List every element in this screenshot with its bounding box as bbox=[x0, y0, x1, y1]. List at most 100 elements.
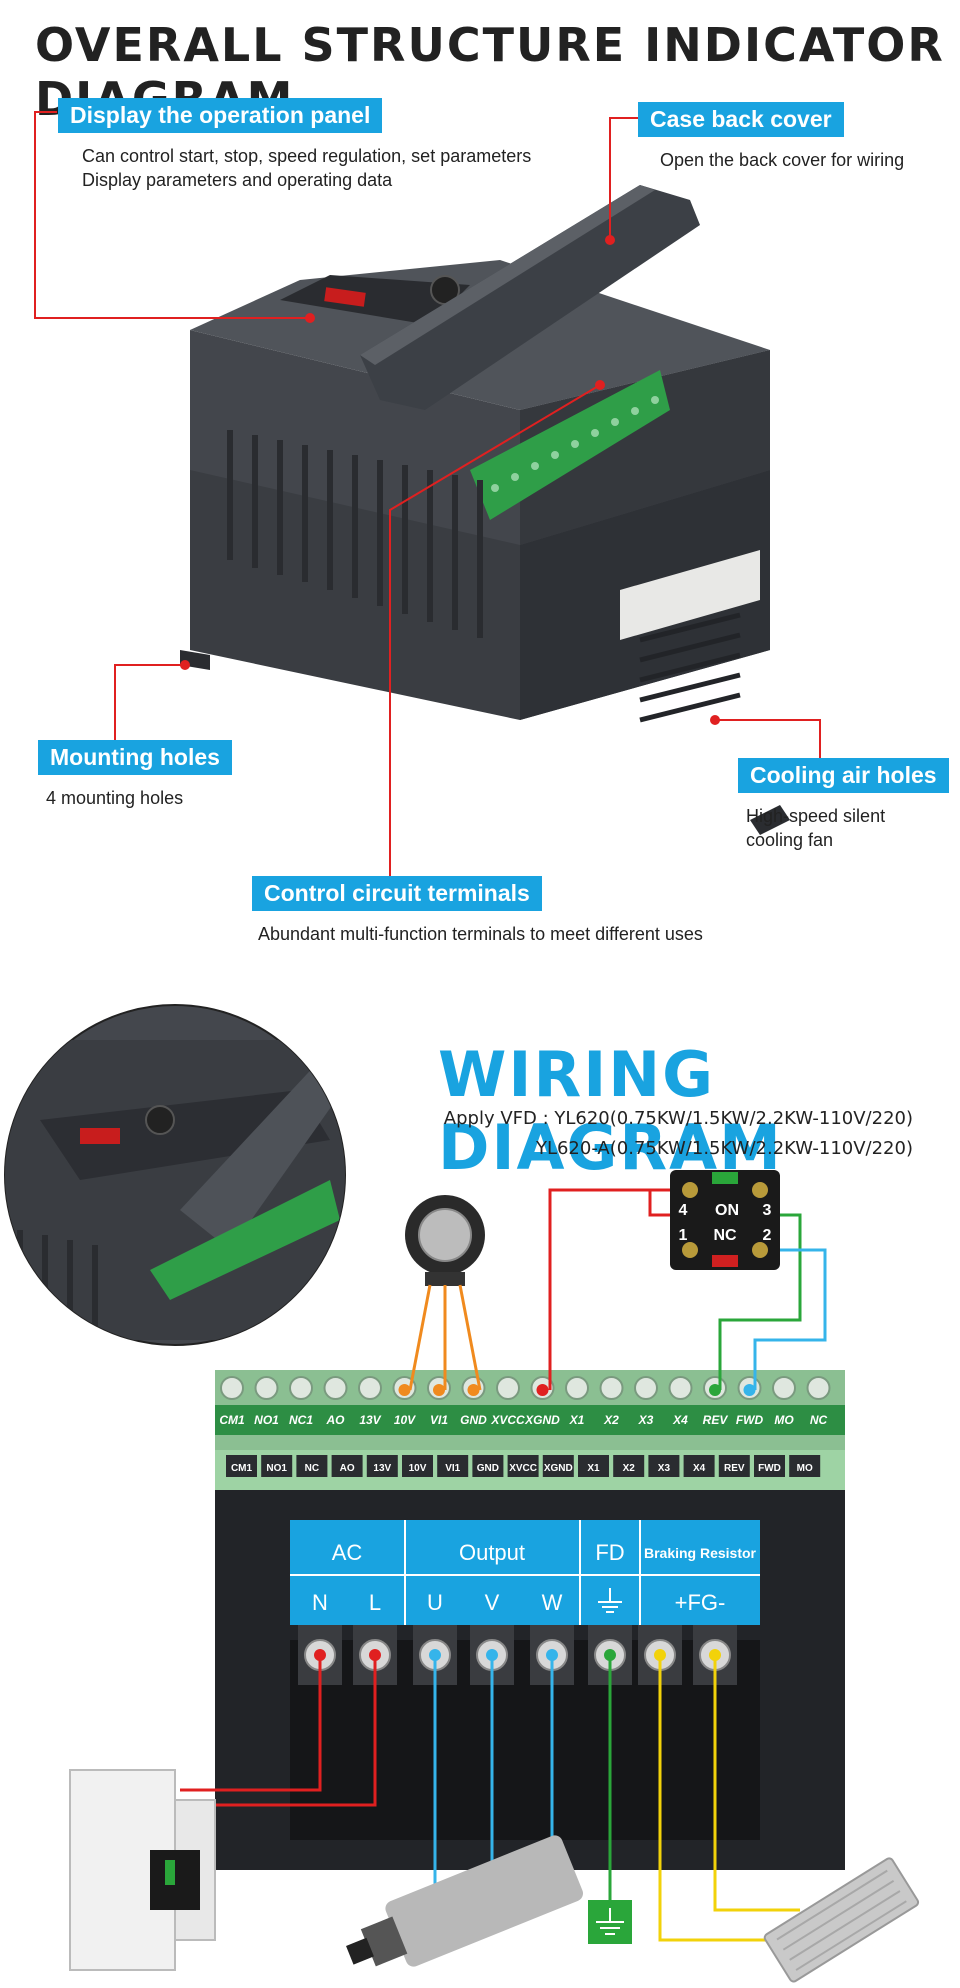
blue-switch-wire bbox=[753, 1248, 827, 1390]
cooling-desc-line-2: cooling fan bbox=[746, 830, 834, 850]
bottom-terminal-label: X2 bbox=[623, 1463, 636, 1474]
wire-connection-dot bbox=[709, 1384, 721, 1396]
bottom-terminal-slot bbox=[683, 1455, 715, 1477]
led-display bbox=[324, 287, 366, 307]
switch-nc-label: NC bbox=[713, 1227, 737, 1244]
resistor-wire-2 bbox=[713, 1655, 800, 1912]
display-panel-desc-line-1: Can control start, stop, speed regulatio… bbox=[82, 146, 532, 166]
top-terminal-label: XGND bbox=[524, 1413, 560, 1427]
top-terminal-label: CM1 bbox=[219, 1413, 245, 1427]
bottom-terminal-slot bbox=[402, 1455, 433, 1477]
back-cover-label: Case back cover bbox=[638, 102, 844, 137]
red-switch-wire bbox=[548, 1188, 670, 1390]
terminal-screw-top bbox=[668, 1376, 693, 1400]
spindle-motor-icon bbox=[346, 1835, 583, 1967]
nameplate bbox=[620, 550, 760, 640]
fd-group-label: FD bbox=[595, 1540, 624, 1565]
switch-label-4: 4 bbox=[679, 1202, 688, 1219]
bottom-terminal-slot bbox=[613, 1455, 645, 1477]
top-terminal-label: MO bbox=[774, 1413, 794, 1427]
bottom-terminal-slot bbox=[366, 1455, 398, 1477]
bottom-terminal-label: VI1 bbox=[445, 1463, 460, 1474]
bottom-terminal-slot bbox=[648, 1455, 680, 1477]
bottom-terminal-label: X1 bbox=[587, 1463, 600, 1474]
bottom-terminal-slot bbox=[437, 1455, 469, 1477]
mounting-holes-label: Mounting holes bbox=[38, 740, 232, 775]
top-terminal-label: X1 bbox=[569, 1413, 585, 1427]
bottom-terminal-label: AO bbox=[340, 1463, 355, 1474]
control-terminals-desc: Abundant multi-function terminals to mee… bbox=[258, 924, 703, 944]
callout-lines bbox=[34, 111, 821, 890]
braking-resistor-icon bbox=[763, 1857, 920, 1983]
top-terminal-label: REV bbox=[703, 1413, 729, 1427]
bottom-terminal-label: 10V bbox=[409, 1463, 427, 1474]
power-terminal-block: AC Output FD Braking Resistor N L U V W … bbox=[215, 1490, 845, 1870]
bottom-terminal-slot bbox=[789, 1455, 821, 1477]
top-terminal-label: 13V bbox=[359, 1413, 381, 1427]
switch-label-2: 2 bbox=[763, 1227, 772, 1244]
bottom-terminal-slot bbox=[226, 1455, 257, 1477]
top-terminal-label: VI1 bbox=[430, 1413, 448, 1427]
terminal-screw-top bbox=[220, 1376, 244, 1400]
vfd-product-illustration bbox=[34, 111, 821, 890]
terminal-screw-top bbox=[254, 1376, 279, 1400]
bottom-terminal-label: NC bbox=[305, 1463, 319, 1474]
bottom-terminal-slot bbox=[296, 1455, 328, 1477]
bottom-terminal-slot bbox=[578, 1455, 609, 1477]
bottom-terminal-label: REV bbox=[724, 1463, 745, 1474]
top-terminal-label: AO bbox=[326, 1413, 346, 1427]
display-panel-label: Display the operation panel bbox=[58, 98, 383, 133]
top-terminal-label: GND bbox=[460, 1413, 487, 1427]
top-terminal-label: X4 bbox=[672, 1413, 688, 1427]
terminal-fg-label: +FG- bbox=[675, 1590, 726, 1615]
earth-ground-icon bbox=[588, 1900, 632, 1944]
terminal-block bbox=[470, 370, 670, 520]
bottom-terminal-slot bbox=[542, 1455, 574, 1477]
bottom-terminal-label: 13V bbox=[373, 1463, 391, 1474]
bottom-terminal-label: FWD bbox=[758, 1463, 781, 1474]
wire-connection-dot bbox=[743, 1384, 756, 1396]
bottom-terminal-slot bbox=[331, 1455, 363, 1477]
cooling-holes-desc: High-speed silent cooling fan bbox=[746, 804, 885, 852]
bottom-terminal-label: GND bbox=[477, 1463, 499, 1474]
bottom-terminal-slot bbox=[261, 1455, 293, 1477]
bottom-terminal-slot bbox=[754, 1455, 785, 1477]
potentiometer-icon bbox=[405, 1195, 485, 1286]
bottom-terminal-label: XGND bbox=[544, 1463, 573, 1474]
ac-group-label: AC bbox=[332, 1540, 363, 1565]
terminal-screw-top bbox=[806, 1376, 831, 1400]
resistor-wire-1 bbox=[658, 1655, 790, 1942]
top-terminal-label: FWD bbox=[736, 1413, 764, 1427]
top-terminal-label: X2 bbox=[603, 1413, 619, 1427]
terminal-screw-top bbox=[772, 1376, 796, 1400]
switch-label-3: 3 bbox=[763, 1202, 772, 1219]
top-terminal-label: NC1 bbox=[289, 1413, 313, 1427]
switch-on-label: ON bbox=[715, 1202, 739, 1219]
wire-connection-dot bbox=[433, 1384, 445, 1396]
terminal-screw-top bbox=[323, 1376, 348, 1400]
breaker-wire-l bbox=[180, 1655, 377, 1807]
top-terminal-label: X3 bbox=[638, 1413, 654, 1427]
potentiometer-wires bbox=[408, 1284, 482, 1391]
cooling-holes-label: Cooling air holes bbox=[738, 758, 949, 793]
display-panel-desc-line-2: Display parameters and operating data bbox=[82, 170, 393, 190]
terminal-screw-top bbox=[599, 1376, 624, 1400]
zoom-detail-circle bbox=[4, 1004, 346, 1346]
top-terminal-label: NO1 bbox=[254, 1413, 279, 1427]
switch-label-1: 1 bbox=[679, 1227, 688, 1244]
green-switch-wire bbox=[718, 1213, 802, 1390]
display-panel-desc: Can control start, stop, speed regulatio… bbox=[82, 144, 531, 192]
bottom-terminal-label: X4 bbox=[693, 1463, 706, 1474]
wire-connection-dot bbox=[536, 1384, 549, 1396]
back-cover-desc: Open the back cover for wiring bbox=[660, 150, 905, 170]
terminal-n-label: N bbox=[312, 1590, 328, 1615]
bottom-terminal-label: X3 bbox=[658, 1463, 671, 1474]
terminal-u-label: U bbox=[427, 1590, 443, 1615]
apply-vfd-line-1: Apply VFD : YL620(0.75KW/1.5KW/2.2KW-110… bbox=[443, 1108, 913, 1129]
top-terminal-label: XVCC bbox=[490, 1413, 525, 1427]
terminal-w-label: W bbox=[542, 1590, 563, 1615]
start-stop-switch-icon: ON NC 4 3 1 2 bbox=[670, 1170, 780, 1270]
breaker-wire-n bbox=[180, 1655, 322, 1792]
